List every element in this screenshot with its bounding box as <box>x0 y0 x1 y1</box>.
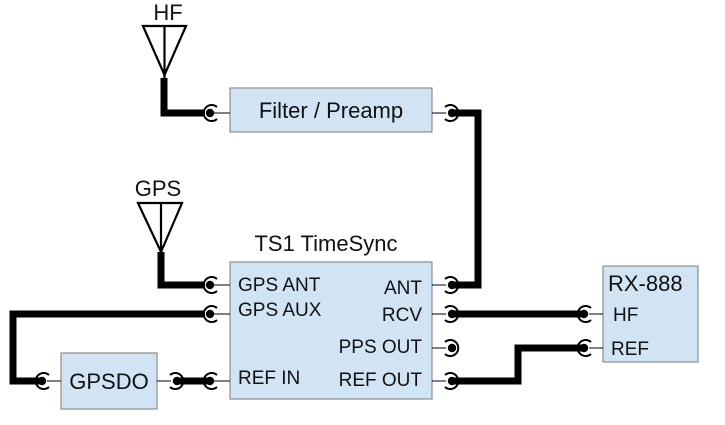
ts1-port-pps-out: PPS OUT <box>339 337 423 358</box>
gpsdo-box <box>60 352 158 410</box>
rx888-block: RX-888 HF REF <box>576 265 699 363</box>
cable-hf-antenna-to-filter <box>160 78 205 117</box>
hf-antenna-label: HF <box>153 0 182 25</box>
filter-preamp-block: Filter / Preamp <box>202 87 460 133</box>
ts1-port-ref-in: REF IN <box>238 368 300 389</box>
rx888-port-hf: HF <box>613 305 638 326</box>
gps-antenna: GPS <box>135 176 184 255</box>
ts1-timesync-block: TS1 TimeSync GPS ANT GPS AUX REF IN ANT … <box>202 231 460 400</box>
cable-ref-out-to-rx888-ref <box>452 344 582 385</box>
filter-preamp-label: Filter / Preamp <box>259 98 403 123</box>
rx888-title: RX-888 <box>608 271 683 296</box>
ts1-port-ref-out: REF OUT <box>339 370 423 391</box>
hf-antenna: HF <box>141 0 188 78</box>
rx888-port-ref: REF <box>611 339 649 360</box>
cables <box>9 78 582 385</box>
ts1-port-rcv: RCV <box>382 305 422 326</box>
gpsdo-label: GPSDO <box>69 369 148 394</box>
gpsdo-block: GPSDO <box>34 352 185 410</box>
ts1-box <box>229 261 433 400</box>
ts1-port-gps-ant: GPS ANT <box>238 275 321 296</box>
filter-preamp-box <box>229 87 433 133</box>
rx888-box <box>602 265 699 363</box>
cable-filter-to-ts1-ant <box>450 109 482 289</box>
ts1-title: TS1 TimeSync <box>254 231 397 256</box>
ts1-pps-out-connector-icon <box>444 339 460 357</box>
gps-antenna-label: GPS <box>135 176 181 201</box>
cable-gps-aux-to-gpsdo <box>9 310 205 385</box>
ts1-port-ant: ANT <box>384 278 422 299</box>
cable-gps-antenna-to-gps-ant <box>157 252 205 289</box>
ts1-port-gps-aux: GPS AUX <box>238 300 322 321</box>
